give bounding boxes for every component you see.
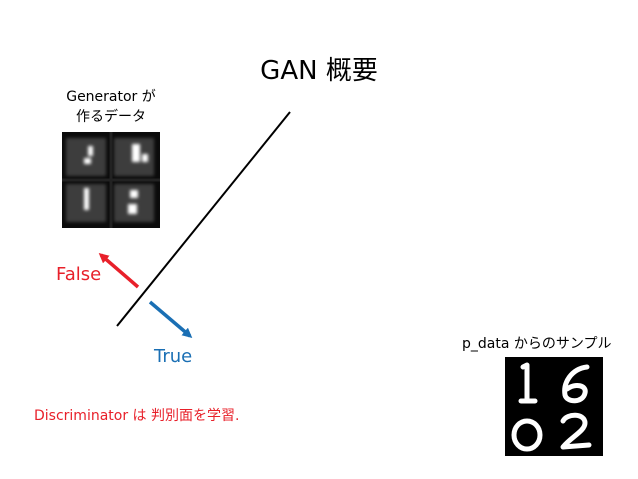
real-samples-graphic <box>505 357 603 456</box>
decision-boundary-line <box>116 111 291 327</box>
generated-samples-image <box>62 132 160 228</box>
generated-samples-graphic <box>62 132 160 228</box>
generator-caption-line2: 作るデータ <box>76 109 146 125</box>
true-arrow <box>148 300 193 338</box>
generator-caption-line1: Generator が <box>66 89 156 105</box>
real-samples-image <box>505 357 603 456</box>
true-label: True <box>154 346 193 367</box>
discriminator-caption-text: Discriminator は 判別面を学習. <box>34 408 240 424</box>
slide-title: GAN 概要 <box>260 56 378 86</box>
discriminator-caption: Discriminator は 判別面を学習. <box>34 405 239 425</box>
false-arrow <box>98 253 140 289</box>
generator-caption: Generator が 作るデータ <box>52 87 170 127</box>
pdata-caption: p_data からのサンプル <box>462 336 612 352</box>
false-label: False <box>56 264 102 285</box>
